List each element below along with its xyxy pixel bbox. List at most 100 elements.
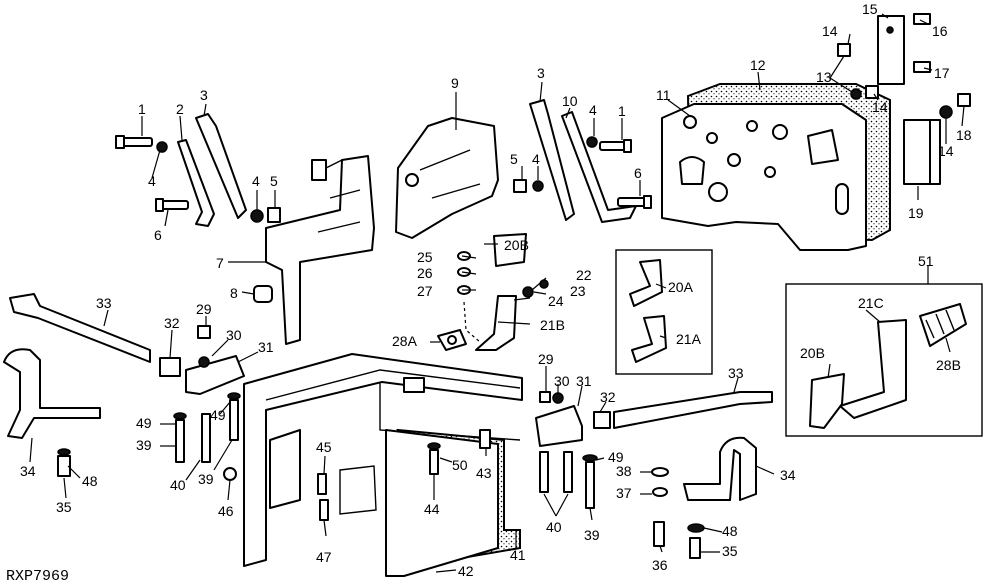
washer-46 <box>223 467 237 481</box>
callout-31-right: 31 <box>576 373 592 389</box>
inset-box-20A-21A <box>615 249 713 375</box>
callout-14-b: 14 <box>872 99 888 115</box>
bracket-9 <box>395 117 499 239</box>
callout-33-right: 33 <box>728 365 744 381</box>
callout-36: 36 <box>652 557 668 573</box>
callout-22: 22 <box>576 267 592 283</box>
side-panel-42 <box>385 428 521 577</box>
callout-37: 37 <box>616 485 632 501</box>
callout-49-left: 49 <box>136 415 152 431</box>
callout-15: 15 <box>862 1 878 17</box>
callout-32-left: 32 <box>164 315 180 331</box>
bracket-21B <box>475 295 517 351</box>
callout-13: 13 <box>816 69 832 85</box>
callout-14-a: 14 <box>822 23 838 39</box>
callout-39-right: 39 <box>584 527 600 543</box>
callout-40-right: 40 <box>546 519 562 535</box>
plate-19 <box>903 119 941 185</box>
callout-21A: 21A <box>676 331 702 347</box>
leader-lines <box>29 13 965 573</box>
bolt-48-35-left <box>57 448 71 477</box>
callout-11: 11 <box>656 87 671 103</box>
callout-2: 2 <box>176 101 184 117</box>
callout-5-left: 5 <box>270 173 278 189</box>
callout-21B: 21B <box>540 317 565 333</box>
callout-38: 38 <box>616 463 632 479</box>
callout-3-right: 3 <box>537 65 545 81</box>
callout-6-right: 6 <box>634 165 642 181</box>
callout-1-left: 1 <box>138 101 146 117</box>
callout-4-d: 4 <box>532 151 540 167</box>
callout-42: 42 <box>458 563 474 579</box>
callout-33-left: 33 <box>96 295 112 311</box>
bolt-6-right <box>617 195 652 209</box>
callout-26: 26 <box>417 265 433 281</box>
nut-29-32-right <box>539 391 611 429</box>
callout-20B-inset: 20B <box>800 345 825 361</box>
callout-30-left: 30 <box>226 327 242 343</box>
callout-14-c: 14 <box>938 143 954 159</box>
callout-48-left: 48 <box>82 473 98 489</box>
bolts-39-40-right <box>539 451 598 509</box>
front-weight-11-12 <box>661 83 891 251</box>
callout-20A: 20A <box>668 279 694 295</box>
fasteners-35-38-48-right <box>651 467 705 559</box>
callout-35-left: 35 <box>56 499 72 515</box>
callout-28A: 28A <box>392 333 418 349</box>
nuts-13-14 <box>837 43 971 119</box>
bracket-31-right <box>535 392 583 447</box>
inset-box-51 <box>785 283 983 437</box>
handle-34-right <box>683 436 757 501</box>
callout-19: 19 <box>908 205 924 221</box>
callout-5-right: 5 <box>510 151 518 167</box>
callout-9: 9 <box>451 75 459 91</box>
callout-27: 27 <box>417 283 433 299</box>
bracket-7 <box>265 155 375 345</box>
callout-34-right: 34 <box>780 467 796 483</box>
callout-29-left: 29 <box>196 301 212 317</box>
callout-46: 46 <box>218 503 234 519</box>
bolt-6-left <box>155 198 189 212</box>
callout-48-right: 48 <box>722 523 738 539</box>
bolt-1-left <box>115 135 153 149</box>
callout-10: 10 <box>562 93 578 109</box>
nut-29-left <box>197 325 211 339</box>
callout-31-left: 31 <box>258 339 274 355</box>
brace-3-left <box>195 113 247 219</box>
callout-6-left: 6 <box>154 227 162 243</box>
brace-2 <box>177 139 215 227</box>
callout-23: 23 <box>570 283 586 299</box>
bolts-16-17 <box>913 13 931 73</box>
nuts-22-24 <box>522 279 549 298</box>
callout-18: 18 <box>956 127 972 143</box>
isolator-28A <box>437 329 467 351</box>
spacer-8 <box>253 285 273 303</box>
nut-32-left <box>159 357 181 377</box>
callout-8: 8 <box>230 285 238 301</box>
callout-51: 51 <box>918 253 934 269</box>
callout-43: 43 <box>476 465 492 481</box>
main-frame-41 <box>243 353 523 567</box>
callout-35-right: 35 <box>722 543 738 559</box>
callout-34-left: 34 <box>20 463 36 479</box>
washer-4-left <box>156 141 168 153</box>
callout-3-left: 3 <box>200 87 208 103</box>
callout-49-mid: 49 <box>210 407 226 423</box>
callout-4-b: 4 <box>252 173 260 189</box>
callout-4-c: 4 <box>589 102 597 118</box>
bolt-1-right <box>599 139 632 153</box>
callout-7: 7 <box>216 255 224 271</box>
callout-47: 47 <box>316 549 332 565</box>
callout-17: 17 <box>934 65 950 81</box>
bracket-31-left <box>185 355 245 395</box>
callout-40-left: 40 <box>170 477 186 493</box>
callout-39-mid: 39 <box>198 471 214 487</box>
callout-25: 25 <box>417 249 433 265</box>
callout-21C: 21C <box>858 295 884 311</box>
plate-15 <box>877 15 905 85</box>
callout-4-a: 4 <box>148 173 156 189</box>
bracket-20B-center <box>493 233 527 267</box>
arm-33-right <box>613 391 773 429</box>
